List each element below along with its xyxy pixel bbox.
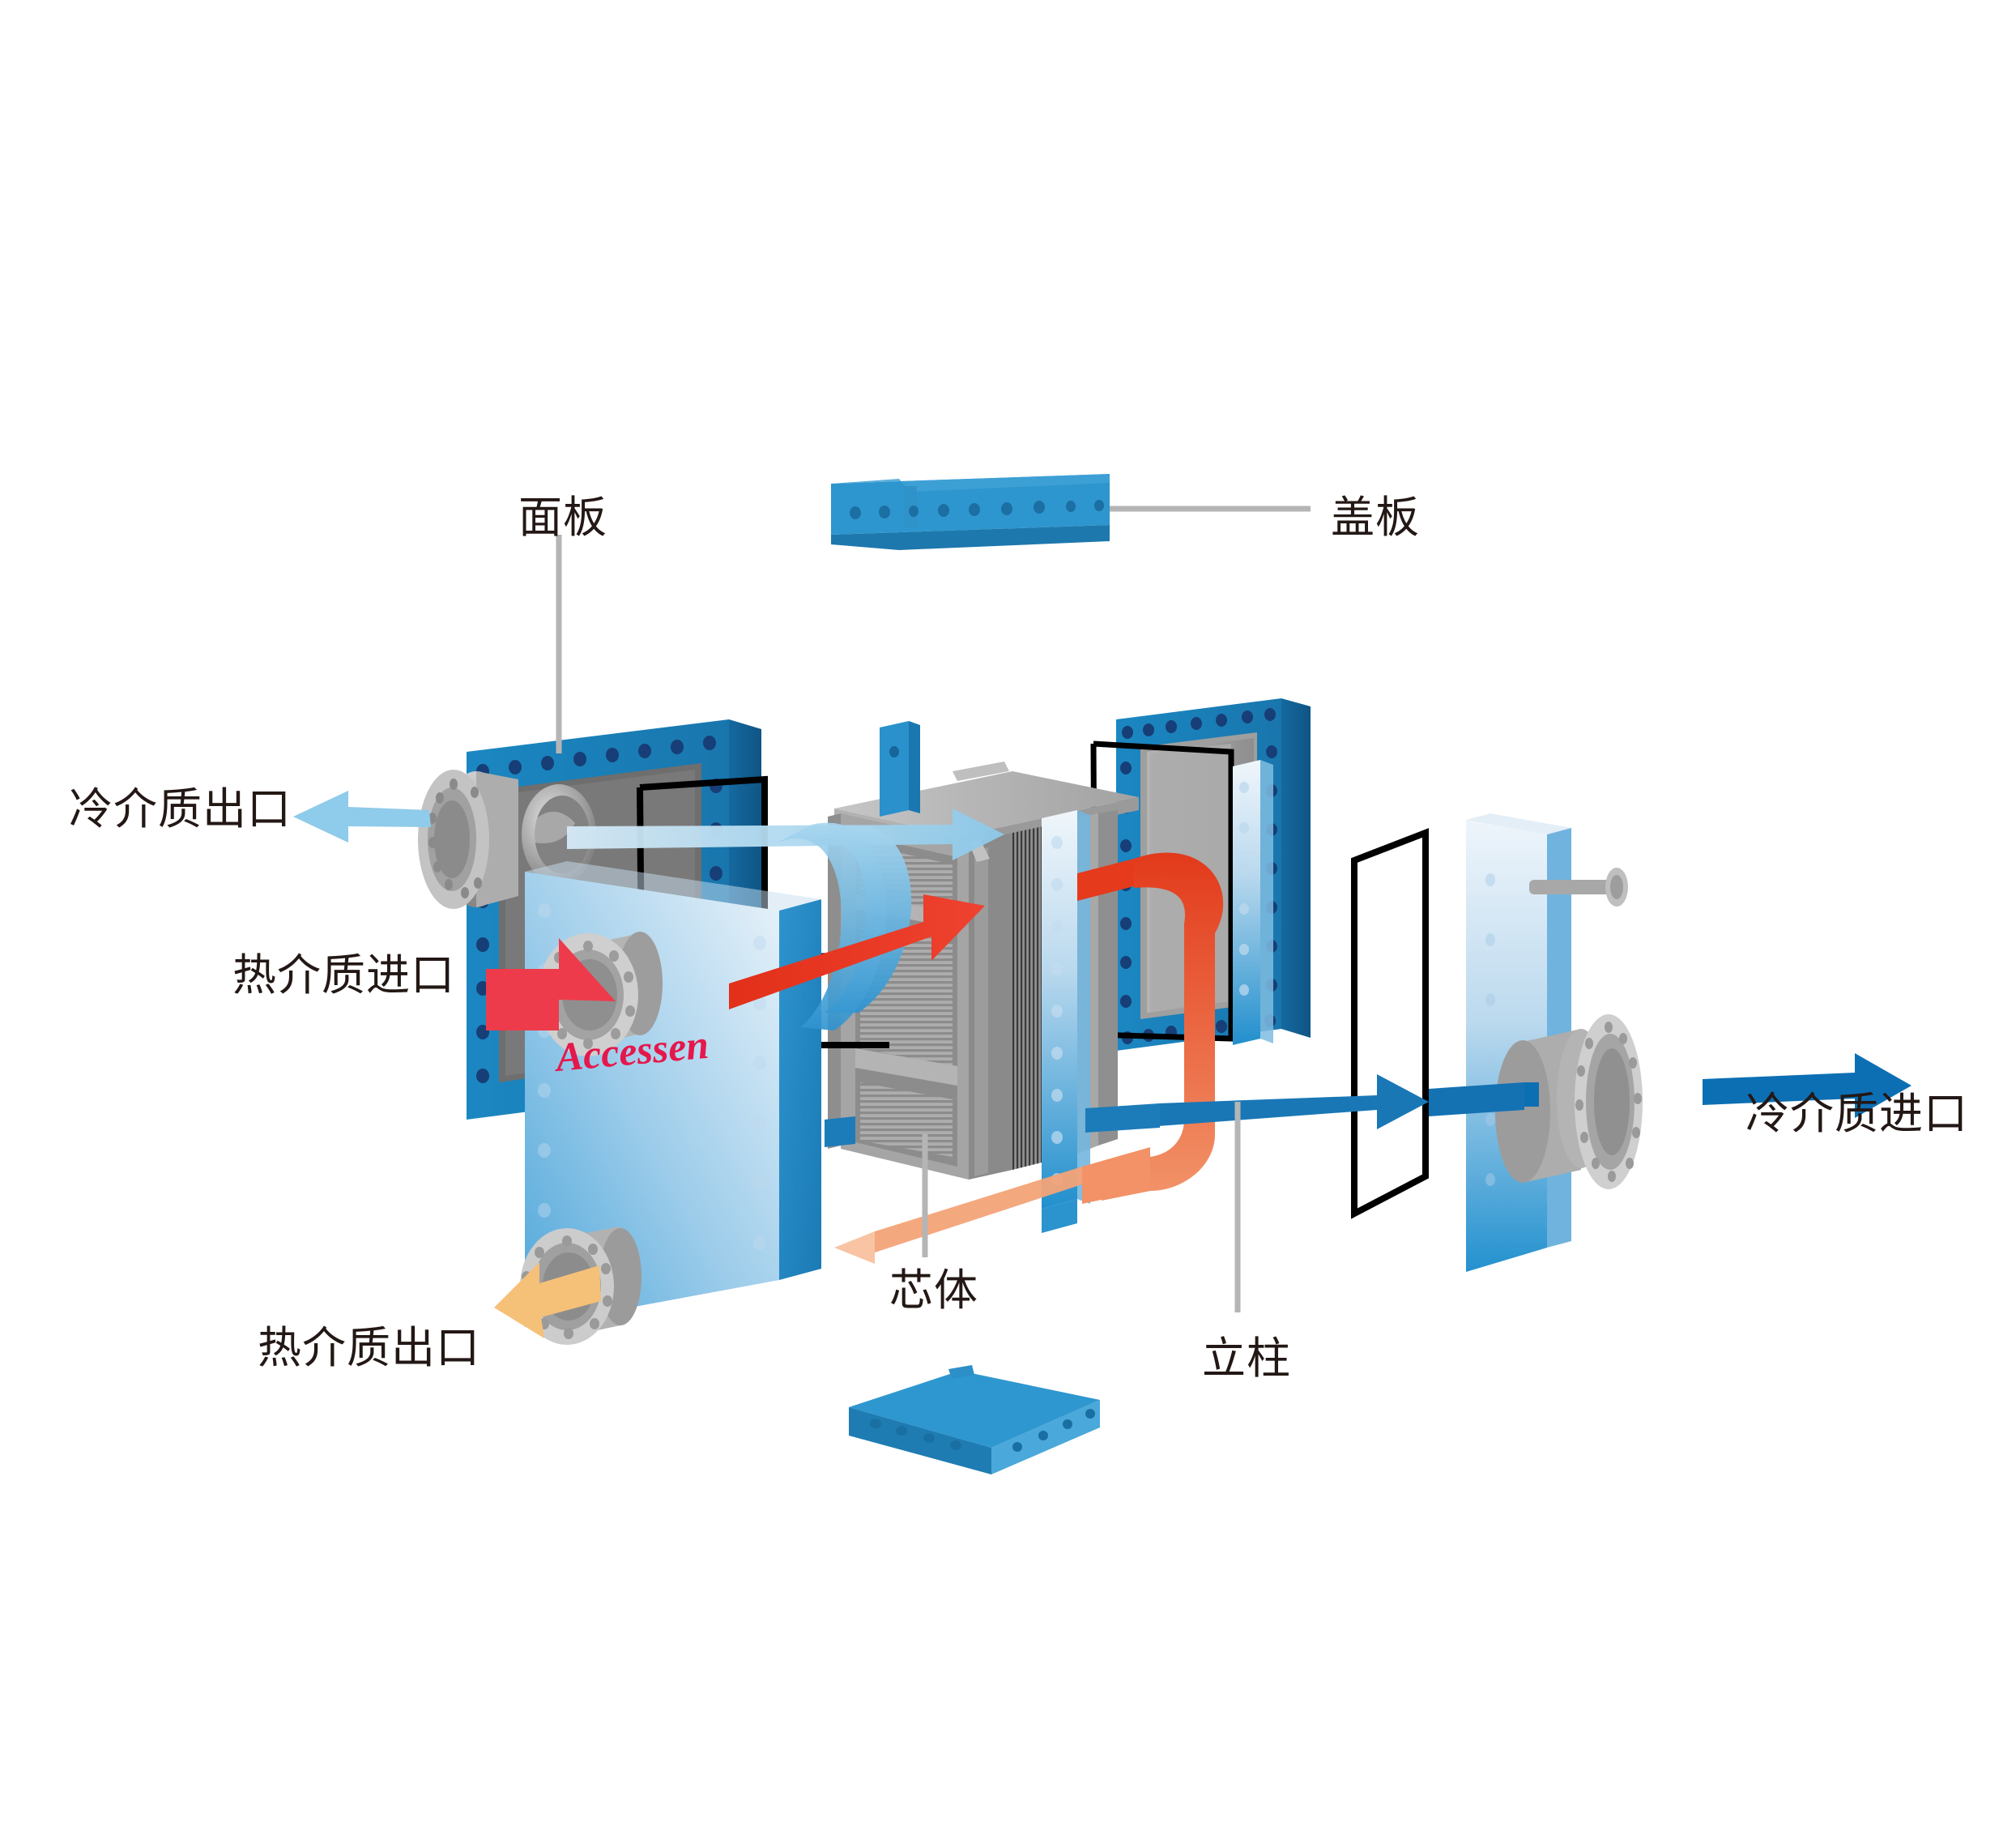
cover-plate-top[interactable] [831,474,1110,550]
cover-plate-bottom[interactable] [849,1365,1100,1474]
cold-inlet-arrow [825,1053,1912,1147]
leader-lines [556,506,1311,1312]
label-cover-plate: 盖板 [1331,493,1420,542]
label-cold-medium-outlet: 冷介质出口 [69,785,292,834]
column-front[interactable] [1042,810,1090,1233]
column-rear[interactable] [1233,760,1273,1045]
gasket-frame-right [1351,828,1429,1219]
label-cold-medium-inlet: 冷介质进口 [1745,1090,1968,1138]
label-hot-medium-inlet: 热介质进口 [232,951,455,1000]
cold-outlet-flange [418,770,518,909]
hot-inlet-arrow [486,938,616,1030]
tie-bolt [1529,868,1628,907]
cold-flow-stream [567,809,1004,1030]
label-face-plate: 面板 [518,493,607,542]
cold-outlet-arrow [293,791,431,843]
label-core-body: 芯体 [889,1266,978,1315]
column-stub [880,721,920,817]
cold-inlet-flange [1495,1014,1643,1189]
label-hot-medium-outlet: 热介质出口 [258,1324,480,1372]
label-column: 立柱 [1202,1334,1291,1383]
